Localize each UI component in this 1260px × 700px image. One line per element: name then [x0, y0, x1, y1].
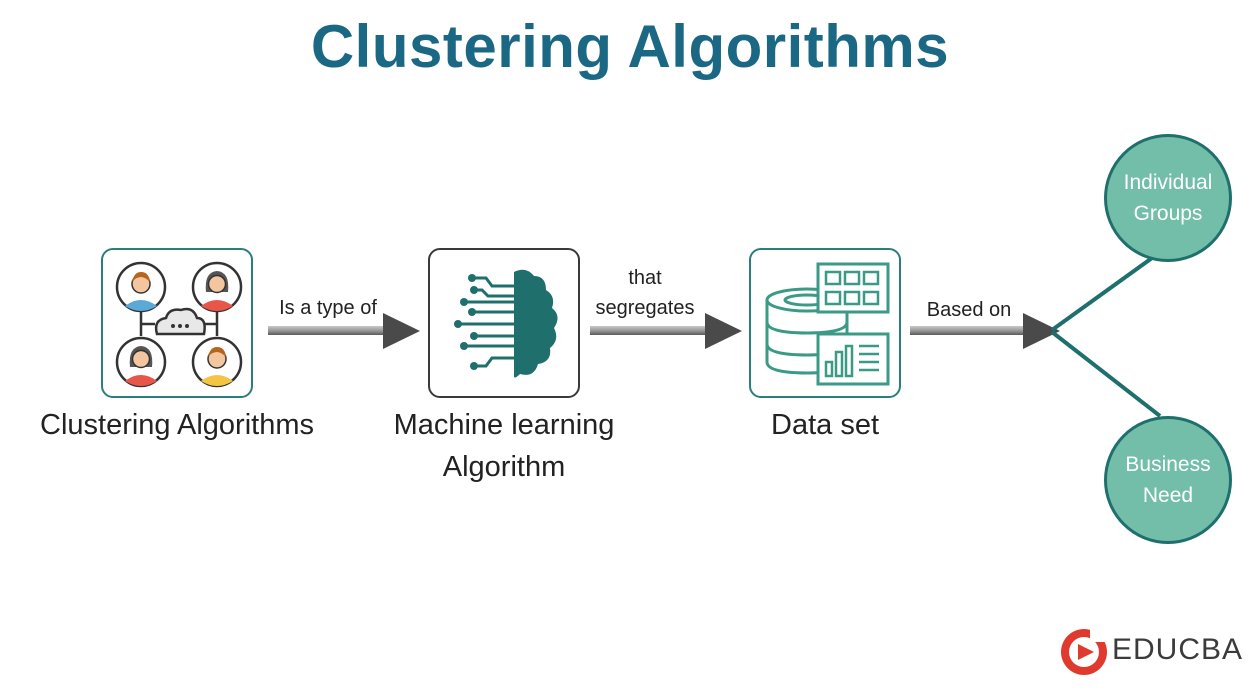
database-table-chart-icon — [765, 262, 890, 386]
edge-label-is-a-type-of: Is a type of — [279, 297, 377, 319]
page-title: Clustering Algorithms — [310, 13, 950, 80]
users-network-cloud-icon — [115, 261, 243, 388]
brain-network-icon — [454, 269, 558, 378]
ml-label-line2: Algorithm — [442, 451, 566, 483]
arrow-is-a-type-of — [268, 313, 420, 349]
outcome-individual-groups-line1: Individual — [1123, 171, 1213, 194]
ml-icon-box — [428, 248, 580, 398]
clustering-label: Clustering Algorithms — [40, 409, 314, 441]
branch-line-business-need — [1050, 330, 1162, 418]
edge-label-that: that — [628, 267, 662, 289]
ml-label-line1: Machine learning — [393, 409, 615, 441]
edge-label-segregates: segregates — [595, 297, 695, 319]
educba-logo-icon — [1061, 628, 1108, 675]
dataset-label: Data set — [771, 409, 879, 441]
clustering-icon-box — [101, 248, 253, 398]
arrow-that-segregates — [590, 313, 742, 349]
outcome-business-need-line2: Need — [1142, 484, 1194, 507]
outcome-business-need: Business Need — [1104, 416, 1232, 544]
outcome-individual-groups: Individual Groups — [1104, 134, 1232, 262]
dataset-icon-box — [749, 248, 901, 398]
outcome-business-need-line1: Business — [1125, 453, 1211, 476]
outcome-individual-groups-line2: Groups — [1133, 202, 1203, 225]
educba-logo-text: EDUCBA — [1112, 633, 1244, 666]
arrow-based-on — [910, 313, 1060, 349]
branch-line-individual-groups — [1050, 256, 1154, 332]
edge-label-based-on: Based on — [926, 299, 1012, 321]
